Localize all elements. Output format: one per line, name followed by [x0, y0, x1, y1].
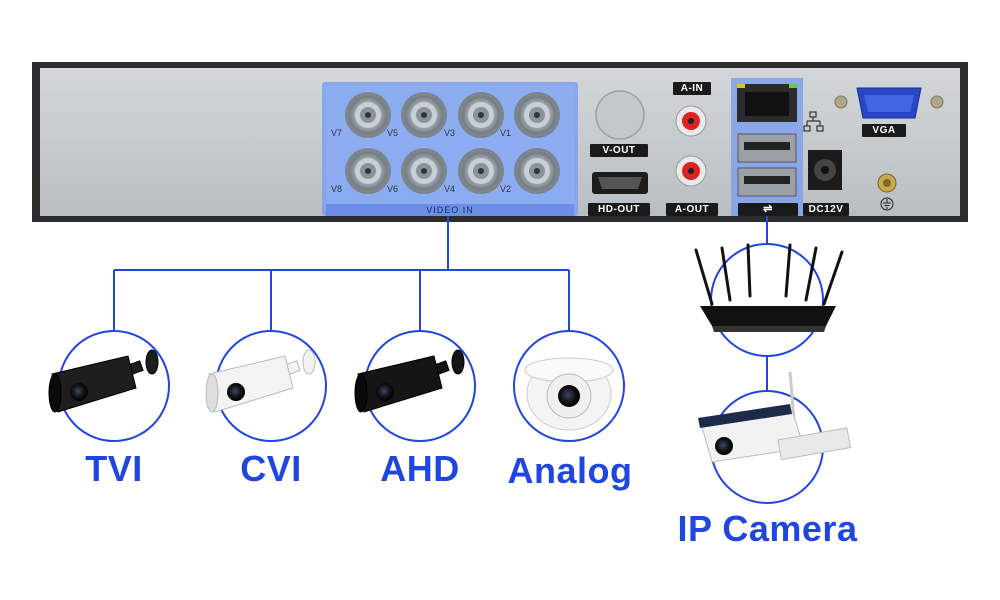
channel-label: V6	[387, 184, 399, 194]
bullet-camera-dark-icon	[354, 349, 465, 413]
dome-camera-icon	[524, 357, 614, 431]
ip-camera-group	[698, 371, 851, 504]
camera-circles	[48, 330, 625, 442]
camera-circle-analog	[513, 330, 625, 442]
dvr-back-panel	[32, 62, 968, 222]
bullet-camera-black-icon	[48, 349, 159, 413]
bnc-connector-v1	[514, 92, 560, 138]
usb-port-2	[737, 167, 797, 197]
audio-out-port	[675, 155, 707, 187]
audio-in-port	[675, 105, 707, 137]
bnc-connector-v5	[401, 92, 447, 138]
router-group	[694, 243, 844, 357]
camera-circle-tvi	[48, 330, 170, 442]
hdmi-port	[592, 172, 648, 194]
bnc-connector-v7	[345, 92, 391, 138]
camera-label-ahd: AHD	[380, 448, 460, 489]
bnc-connector-v8	[345, 148, 391, 194]
camera-label-analog: Analog	[507, 450, 633, 491]
camera-label-tvi: TVI	[85, 448, 143, 489]
camera-circle-cvi	[205, 330, 327, 442]
channel-label: V3	[444, 128, 456, 138]
bullet-camera-white-icon	[205, 349, 316, 413]
channel-label: V7	[331, 128, 343, 138]
usb-port-1	[737, 133, 797, 163]
channel-label: V4	[444, 184, 456, 194]
bnc-connectors	[345, 92, 560, 194]
hd-out-label: HD-OUT	[588, 203, 650, 216]
bnc-connector-v2	[514, 148, 560, 194]
video-in-label: VIDEO IN	[326, 204, 574, 216]
a-in-label: A-IN	[673, 82, 711, 95]
v-out-port	[595, 90, 645, 140]
vga-label: VGA	[862, 124, 906, 137]
a-out-label: A-OUT	[666, 203, 718, 216]
channel-label: V2	[500, 184, 512, 194]
dc-label: DC12V	[803, 203, 849, 216]
network-symbol-icon	[803, 111, 824, 132]
router-icon	[694, 243, 844, 332]
usb-label: ⇌	[738, 203, 798, 216]
ground-screw	[877, 173, 897, 193]
solar-wifi-camera-icon	[698, 371, 851, 463]
channel-label: V5	[387, 128, 399, 138]
connection-lines	[113, 216, 768, 393]
channel-label: V1	[500, 128, 512, 138]
vga-port	[834, 87, 944, 119]
ground-symbol-icon	[880, 197, 894, 211]
bnc-connector-v6	[401, 148, 447, 194]
dc-power-port	[808, 150, 842, 190]
camera-label-cvi: CVI	[240, 448, 302, 489]
bnc-connector-v4	[458, 148, 504, 194]
bnc-connector-v3	[458, 92, 504, 138]
camera-circle-ahd	[354, 330, 476, 442]
ip-camera-label: IP Camera	[677, 508, 858, 549]
channel-label: V8	[331, 184, 343, 194]
v-out-label: V-OUT	[590, 144, 648, 157]
ethernet-port	[737, 84, 797, 122]
